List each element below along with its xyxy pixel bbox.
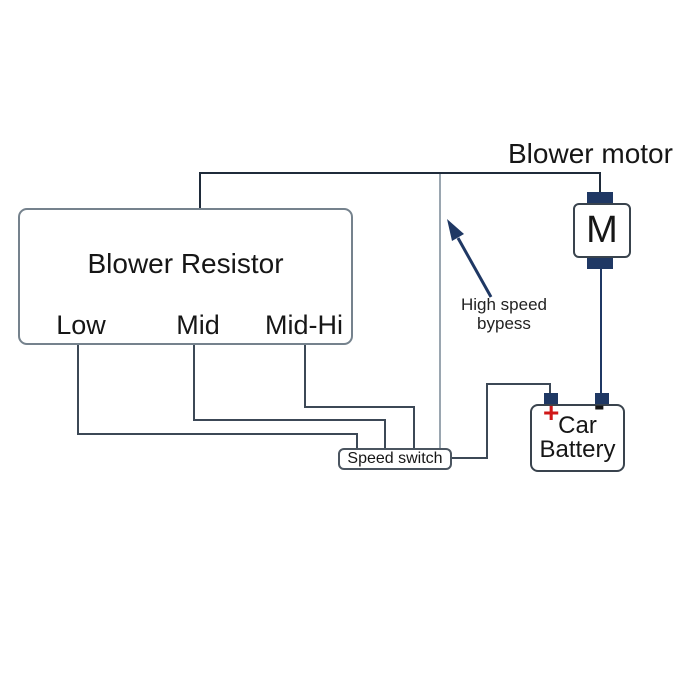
resistor-terminal-low: Low xyxy=(56,310,106,340)
motor-box: M xyxy=(573,203,631,258)
resistor-terminal-mid: Mid xyxy=(176,310,220,340)
speed-switch-label: Speed switch xyxy=(347,450,443,467)
battery-label-line1: Car xyxy=(558,412,597,439)
resistor-title: Blower Resistor xyxy=(87,248,284,279)
bypass-arrow xyxy=(447,219,493,298)
bypass-note-line1: High speed xyxy=(460,295,548,314)
wire-mid-to-switch xyxy=(193,345,386,450)
resistor-terminal-midhi: Mid-Hi xyxy=(265,310,343,340)
wire-midhi-to-switch xyxy=(304,345,415,450)
wire-resistor-to-motor xyxy=(199,172,601,209)
wire-low-to-switch xyxy=(77,345,358,450)
battery-terminal-positive xyxy=(544,393,558,405)
blower-resistor-box: Blower Resistor Low Mid Mid-Hi xyxy=(18,208,353,345)
battery-minus-sign: - xyxy=(594,387,605,423)
bypass-arrowhead-icon xyxy=(447,219,464,241)
battery-box: Car Battery xyxy=(530,404,625,472)
blower-motor-label: Blower motor xyxy=(508,138,673,169)
motor-terminal-top xyxy=(587,192,613,204)
motor-terminal-bottom xyxy=(587,257,613,269)
bypass-note-line2: bypess xyxy=(477,314,531,333)
battery-plus-sign: + xyxy=(543,397,560,428)
battery-label-line2: Battery xyxy=(539,436,616,463)
wire-switch-to-battery-positive xyxy=(452,383,551,459)
bypass-arrow-shaft xyxy=(456,237,493,298)
motor-symbol: M xyxy=(586,209,618,251)
speed-switch-box: Speed switch xyxy=(338,448,452,470)
bypass-note: High speed bypess xyxy=(461,295,547,333)
battery-terminal-negative xyxy=(595,393,609,405)
